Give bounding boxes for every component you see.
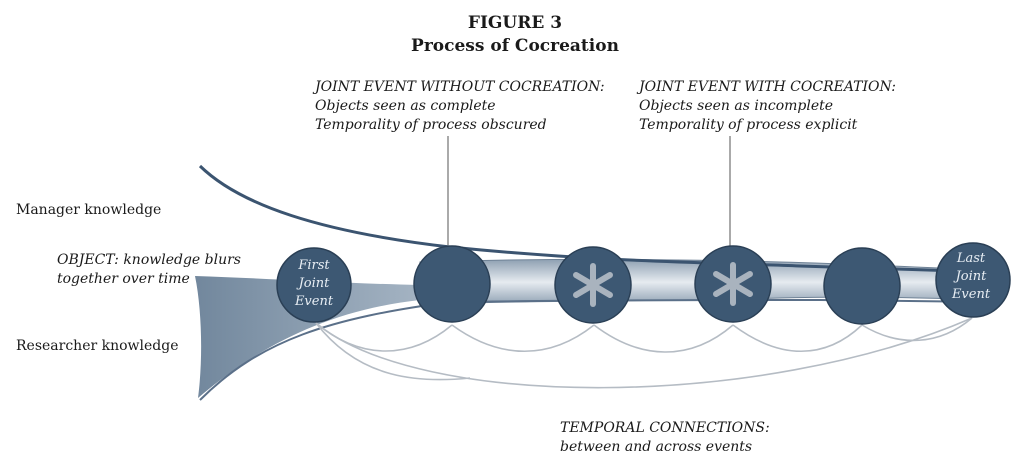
temporal-connections-line1: between and across events (560, 439, 753, 455)
last-event-line1: Last (956, 251, 986, 266)
object-label-line2: together over time (57, 271, 190, 287)
researcher-knowledge-label: Researcher knowledge (16, 338, 179, 354)
with-cocreation-heading: JOINT EVENT WITH COCREATION: (639, 79, 896, 95)
object-label-line1: OBJECT: knowledge blurs (57, 252, 241, 268)
first-event-line3: Event (294, 294, 334, 309)
connection-arc-2 (451, 324, 595, 352)
last-event-line3: Event (951, 287, 991, 302)
temporal-connections-heading: TEMPORAL CONNECTIONS: (560, 420, 770, 436)
connection-arc-5 (861, 317, 973, 342)
connection-arc-long-1 (315, 317, 973, 389)
first-event-line2: Joint (298, 276, 330, 291)
joint-event-2 (413, 245, 491, 323)
with-cocreation-line2: Temporality of process explicit (639, 117, 858, 133)
without-cocreation-line1: Objects seen as complete (315, 98, 496, 114)
first-event-line1: First (298, 258, 330, 273)
knowledge-blur-fan (195, 276, 420, 398)
with-cocreation-line1: Objects seen as incomplete (639, 98, 834, 114)
asterisk-icon (573, 263, 613, 307)
connection-arc-3 (593, 324, 734, 353)
figure-number: FIGURE 3 (467, 13, 563, 33)
last-event-line2: Joint (955, 269, 987, 284)
manager-knowledge-label: Manager knowledge (16, 202, 162, 218)
figure-title: Process of Cocreation (411, 36, 619, 56)
asterisk-icon (713, 262, 753, 306)
joint-event-first (276, 247, 352, 323)
without-cocreation-heading: JOINT EVENT WITHOUT COCREATION: (315, 79, 605, 95)
connection-arc-4 (732, 324, 863, 352)
without-cocreation-line2: Temporality of process obscured (315, 117, 547, 133)
joint-event-last (935, 242, 1011, 318)
joint-event-5 (823, 247, 901, 325)
connection-arc-long-2 (315, 322, 471, 381)
temporal-connections (315, 317, 973, 389)
